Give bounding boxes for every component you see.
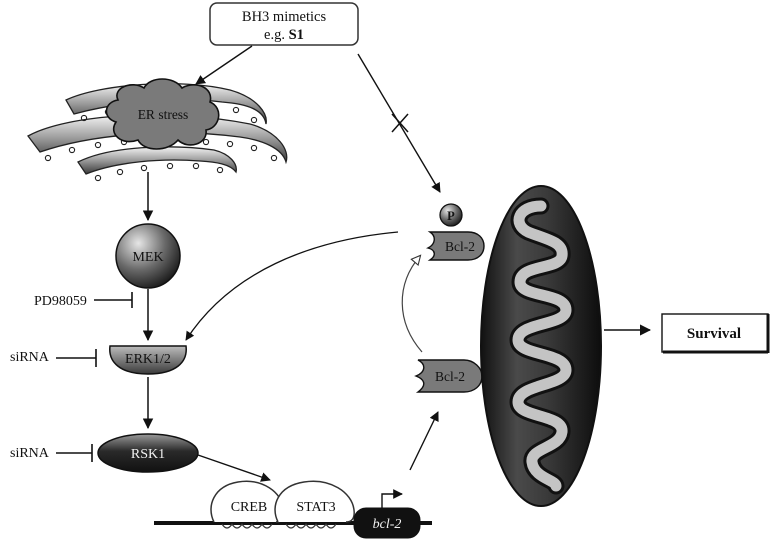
- survival-box: Survival: [661, 313, 770, 354]
- sirna-erk-inhibition-bar: [56, 349, 97, 367]
- sirna-rsk-label: siRNA: [10, 446, 50, 461]
- stat3-factor: STAT3: [274, 480, 355, 523]
- er-membranes-icon: [27, 83, 288, 182]
- rsk-node: RSK1: [97, 433, 199, 473]
- sirna-erk-label: siRNA: [10, 350, 50, 365]
- arrow-gene-to-bcl2: [409, 411, 439, 471]
- rsk-label: RSK1: [131, 447, 165, 462]
- bcl2-gene-label: bcl-2: [373, 517, 402, 532]
- pd98059-label: PD98059: [34, 294, 87, 309]
- bh3-mimetics-box: BH3 mimetics e.g. S1: [209, 2, 359, 46]
- bh3-line1: BH3 mimetics: [242, 9, 327, 25]
- mek-node: MEK: [115, 223, 181, 289]
- dna-loops: [221, 522, 337, 529]
- phosphorylation-arrow: [401, 256, 423, 353]
- bcl2-gene: bcl-2: [353, 507, 421, 539]
- mitochondrion-icon: [480, 185, 602, 507]
- creb-label: CREB: [231, 500, 268, 515]
- bh3-line2: e.g. S1: [264, 27, 304, 43]
- survival-label: Survival: [687, 326, 741, 342]
- er-stress-label: ER stress: [138, 107, 189, 122]
- bcl2-phospho-protein: Bcl-2: [425, 231, 485, 261]
- erk-node: ERK1/2: [109, 345, 187, 375]
- arrow-rsk-to-creb: [197, 454, 271, 482]
- block-cross-icon: [391, 113, 409, 133]
- creb-factor: CREB: [210, 480, 286, 523]
- mek-label: MEK: [132, 250, 163, 265]
- arrow-bh3-to-er: [195, 45, 253, 85]
- pd98059-inhibition-bar: [94, 292, 133, 308]
- phospho-label: P: [447, 209, 455, 223]
- er-stress-cloud: ER stress: [105, 78, 220, 150]
- phospho-group: P: [439, 203, 463, 227]
- bcl2-protein: Bcl-2: [414, 359, 483, 393]
- bcl2-bottom-label: Bcl-2: [435, 369, 465, 384]
- sirna-rsk-inhibition-bar: [56, 444, 93, 462]
- transcription-start-arrow: [381, 489, 403, 508]
- arrow-bcl2-to-erk: [185, 231, 399, 341]
- erk-label: ERK1/2: [125, 352, 171, 367]
- stat3-label: STAT3: [296, 500, 335, 515]
- bcl2-top-label: Bcl-2: [445, 239, 475, 254]
